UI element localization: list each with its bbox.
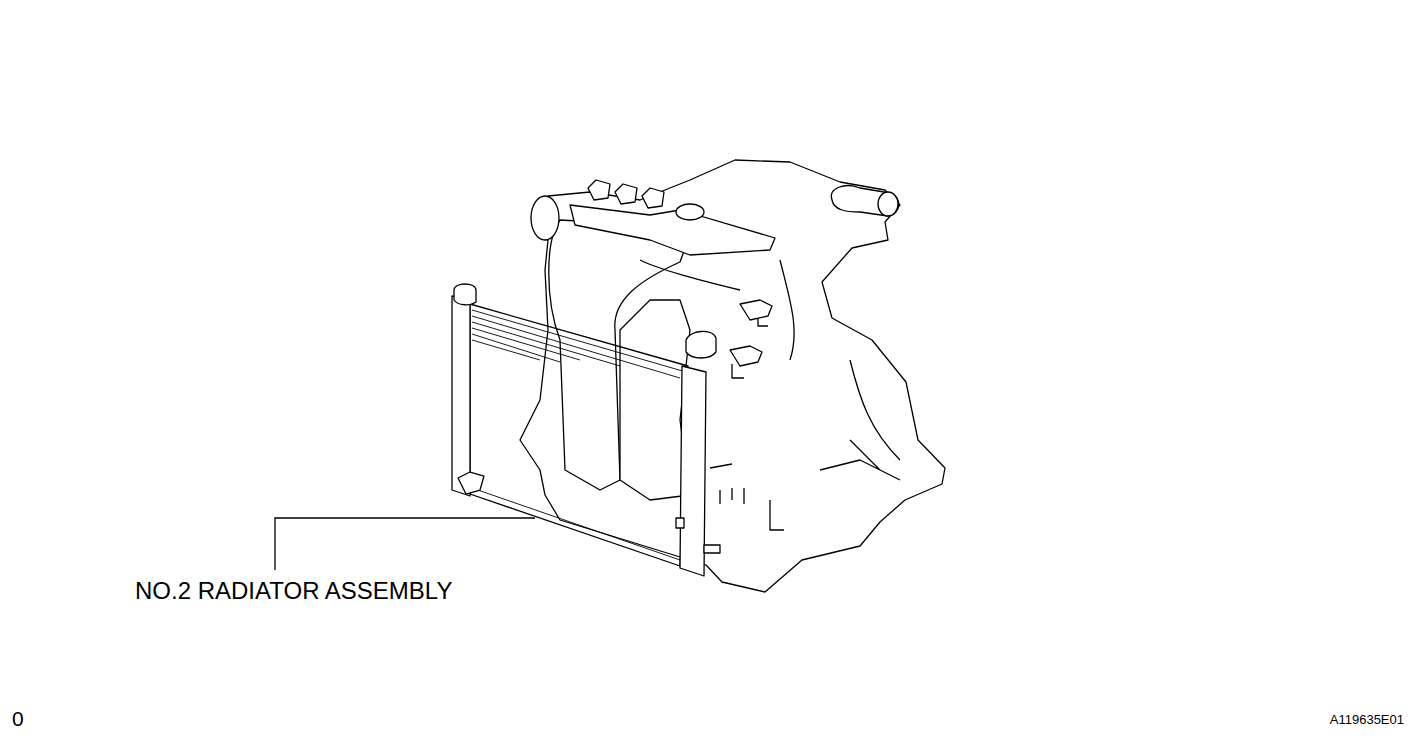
radiator-right-tank — [680, 366, 706, 576]
transaxle-detail — [710, 440, 900, 530]
part-name: NO.2 RADIATOR ASSEMBLY — [135, 578, 452, 604]
reservoir-cap — [686, 331, 716, 358]
figure-code: A119635E01 — [1330, 713, 1404, 727]
sensor — [740, 300, 772, 326]
radiator-pipe — [676, 518, 720, 553]
radiator-left-tank — [452, 296, 470, 496]
radiator-fitting — [458, 472, 484, 494]
engine-contour — [640, 260, 900, 460]
ignition-coil — [615, 184, 637, 204]
page-number: 0 — [12, 707, 24, 730]
radiator-fins — [472, 310, 686, 560]
sensor — [730, 346, 762, 378]
radiator-cap — [454, 284, 476, 305]
intake-tube — [831, 186, 898, 216]
engine-body — [520, 160, 945, 592]
ignition-coil — [588, 180, 610, 200]
leader-line — [275, 518, 535, 570]
radiator-core — [470, 304, 688, 566]
cylinder-head — [570, 205, 775, 255]
intake-runner — [620, 300, 690, 500]
oil-filler-cap — [676, 204, 704, 220]
ignition-coil — [642, 188, 664, 208]
throttle-body — [531, 196, 559, 240]
intake-tube-end — [878, 192, 898, 216]
